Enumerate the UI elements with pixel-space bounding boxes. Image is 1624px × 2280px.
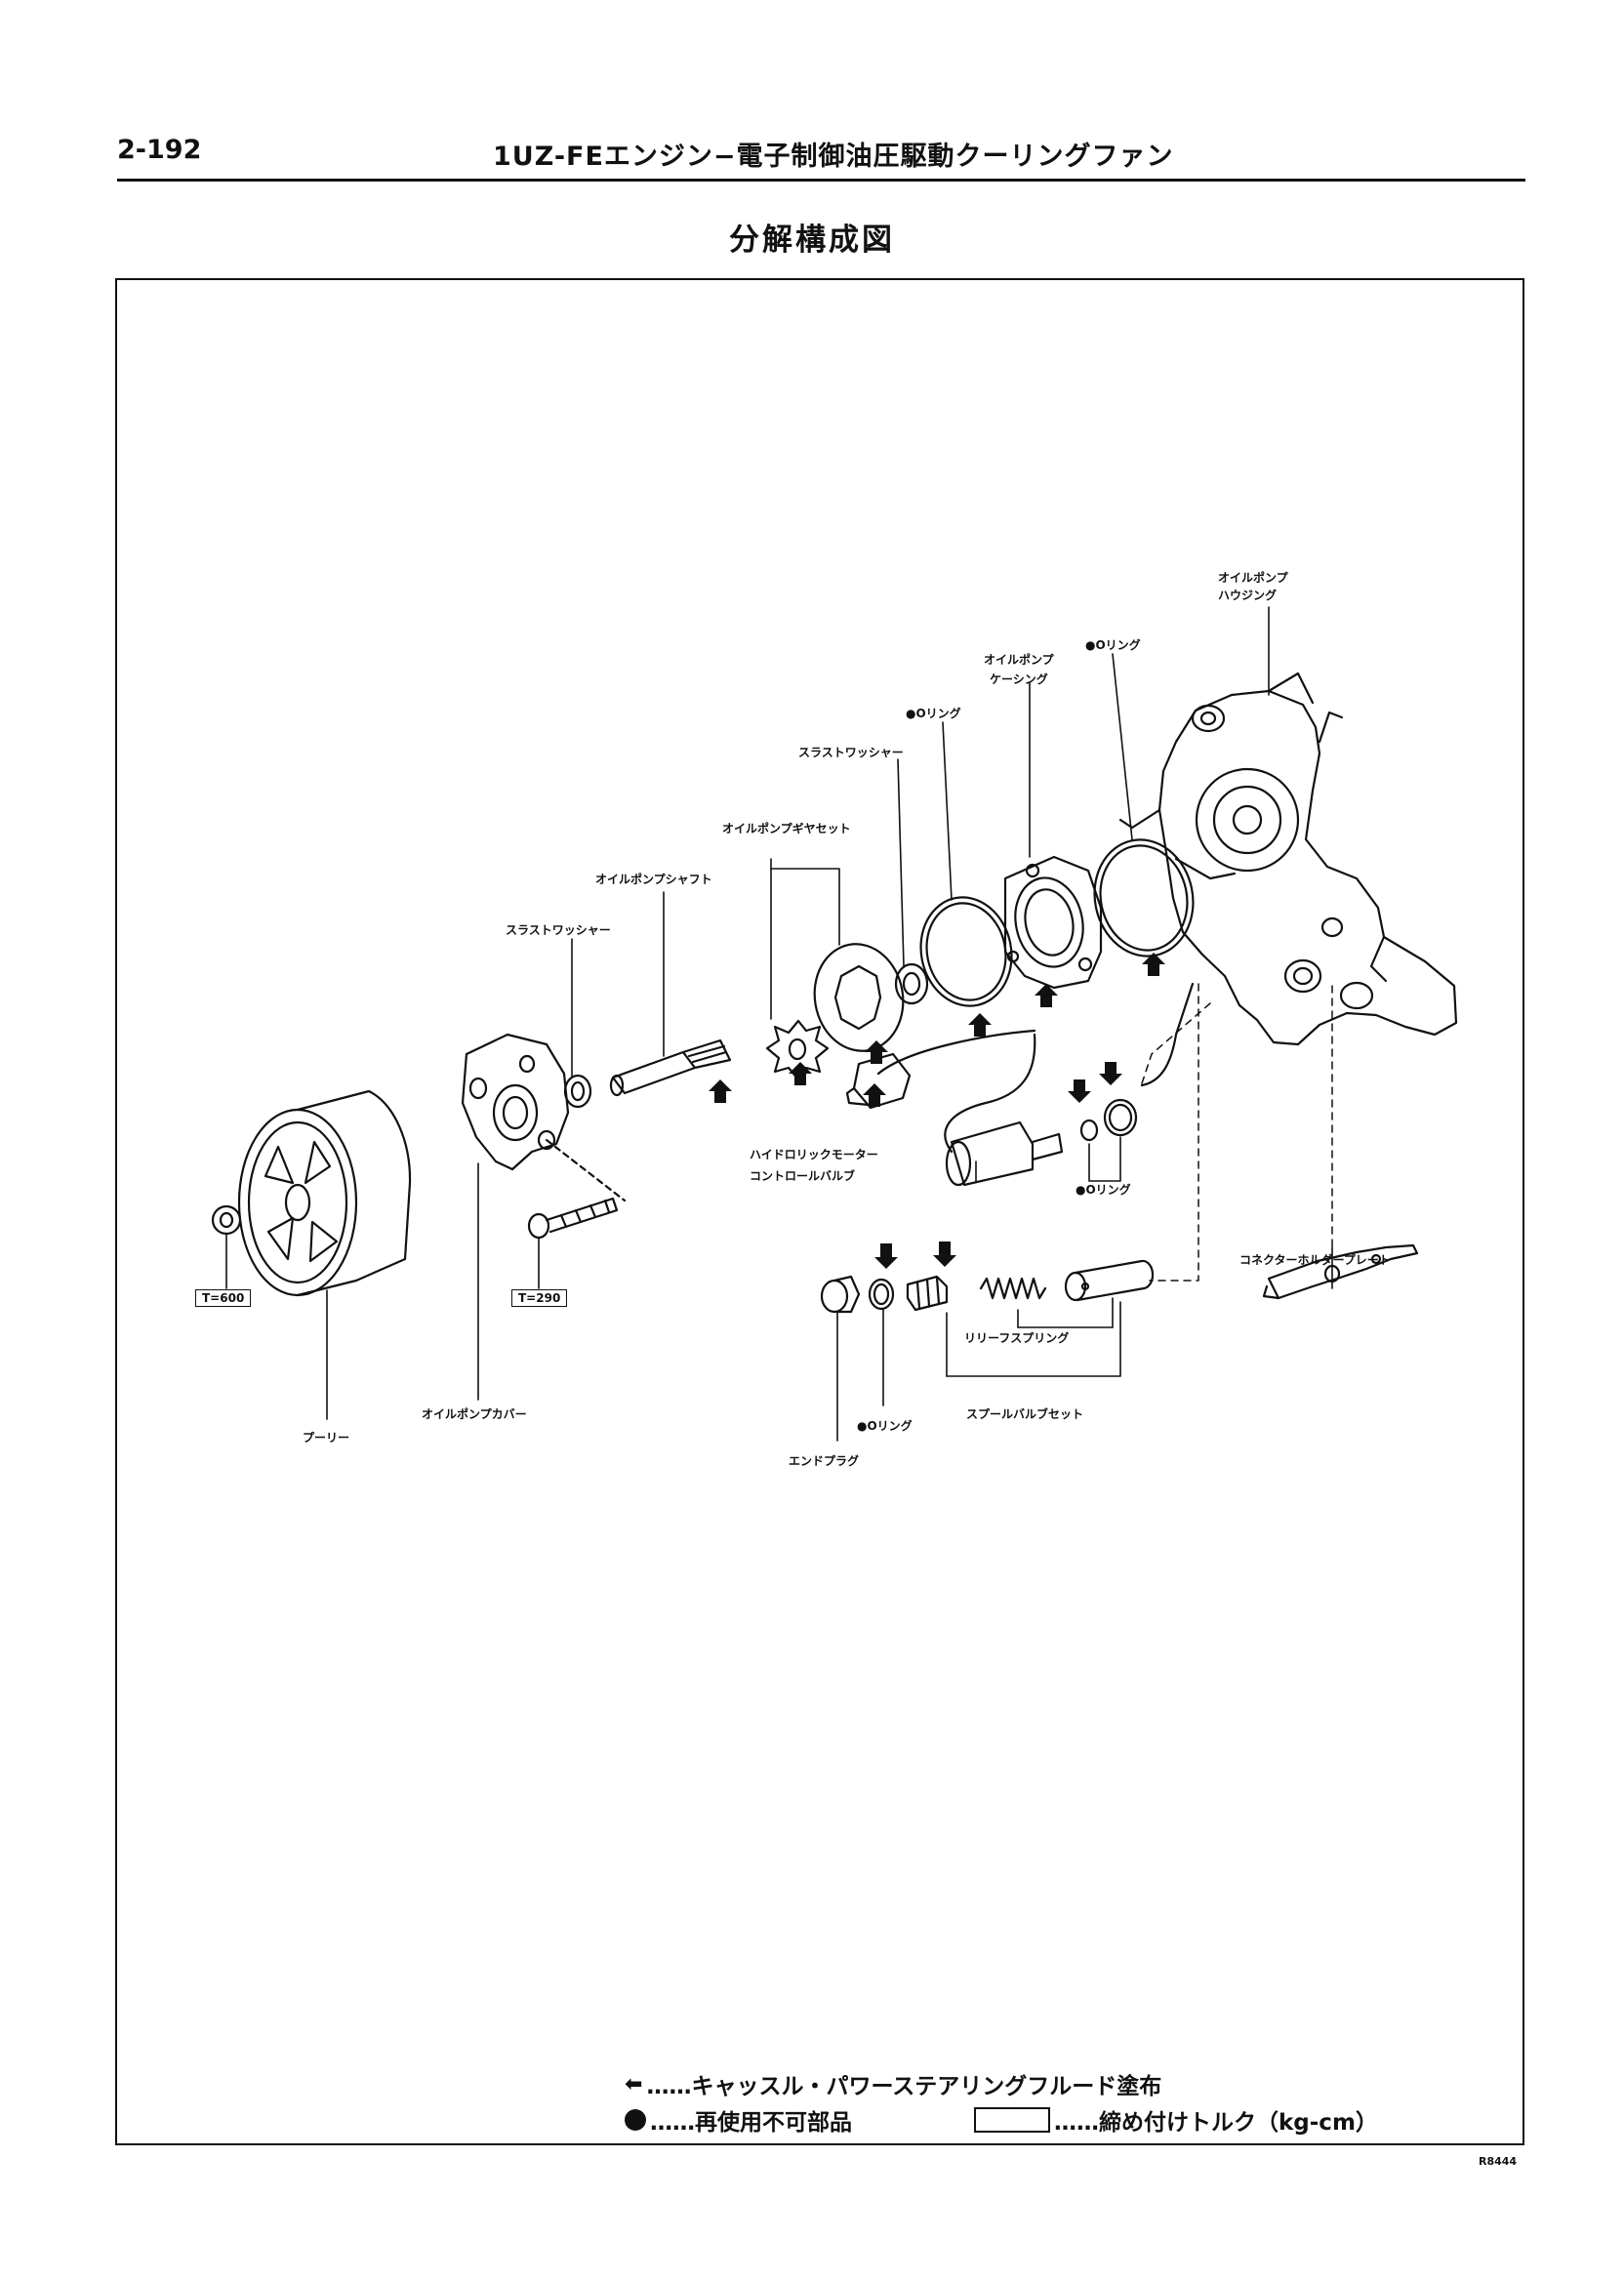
legend-fluid: ⬅ ……キャッスル・パワーステアリングフルード塗布	[625, 2067, 1161, 2100]
diagram-frame	[115, 278, 1524, 2145]
o-ring-mid-drawing	[919, 896, 1013, 1007]
fluid-arrows	[709, 953, 1165, 1269]
label-thrust-washer-right: スラストワッシャー	[798, 746, 904, 759]
oil-pump-shaft-drawing	[609, 1038, 732, 1097]
label-relief-spring: リリーフスプリング	[964, 1331, 1070, 1345]
label-spool-valve-set: スプールバルブセット	[966, 1407, 1084, 1421]
label-oil-pump-cover: オイルポンプカバー	[422, 1407, 527, 1421]
outer-gear-drawing	[813, 943, 905, 1052]
label-pulley: プーリー	[303, 1431, 350, 1445]
legend-non-reusable: ……再使用不可部品	[625, 2103, 852, 2137]
non-reusable-dot-icon	[625, 2109, 646, 2131]
o-ring-small-drawing	[868, 1278, 895, 1311]
label-o-ring-top: ●Oリング	[1085, 638, 1141, 652]
torque-cover-bolt: T=290	[511, 1289, 568, 1307]
oil-pump-casing-drawing	[1003, 855, 1103, 990]
label-o-ring-mid: ●Oリング	[906, 707, 961, 720]
thrust-washer-left-drawing	[563, 1074, 592, 1109]
label-hydraulic-motor-control-valve: ハイドロリックモーター コントロールバルブ	[750, 1148, 878, 1183]
oil-pump-cover-drawing	[461, 1033, 627, 1202]
legend-torque-text: ……締め付けトルク（kg-cm）	[1054, 2110, 1378, 2136]
relief-spring-drawing	[979, 1277, 1047, 1300]
spool-sleeve-drawing	[1064, 1259, 1155, 1302]
label-end-plug: エンドプラグ	[789, 1454, 860, 1468]
thrust-washer-right-drawing	[894, 962, 929, 1005]
legend-torque: ……締め付けトルク（kg-cm）	[974, 2103, 1378, 2137]
pulley-nut-drawing	[211, 1204, 242, 1236]
end-plug-drawing	[820, 1275, 861, 1314]
diagram-title: 分解構成図	[729, 223, 895, 258]
leader-lines	[225, 606, 1333, 1442]
alignment-lines	[1141, 983, 1333, 1282]
fluid-arrow-icon: ⬅	[625, 2071, 643, 2097]
label-oil-pump-housing: オイルポンプ ハウジング	[1218, 571, 1288, 602]
page-header-title: 1UZ-FEエンジン−電子制御油圧駆動クーリングファン	[493, 142, 1174, 172]
figure-id: R8444	[1479, 2155, 1518, 2168]
label-connector-holder-plate: コネクターホルダープレート	[1239, 1253, 1391, 1267]
control-valve-drawing	[845, 1029, 1138, 1187]
pulley-drawing	[237, 1089, 412, 1297]
legend-fluid-text: ……キャッスル・パワーステアリングフルード塗布	[646, 2074, 1162, 2099]
torque-box-icon	[974, 2107, 1050, 2133]
header-rule	[117, 179, 1525, 182]
cover-bolt-drawing	[527, 1197, 619, 1240]
oil-pump-housing-drawing	[1118, 672, 1458, 1046]
label-oil-pump-gear-set: オイルポンプギヤセット	[722, 822, 851, 835]
torque-pulley-nut: T=600	[195, 1289, 252, 1307]
label-oil-pump-casing: オイルポンプ ケーシング	[984, 653, 1054, 686]
label-o-ring-plug: ●Oリング	[857, 1419, 913, 1433]
label-thrust-washer-left: スラストワッシャー	[506, 923, 611, 937]
spool-valve-drawing	[906, 1275, 949, 1312]
label-o-ring-valve: ●Oリング	[1076, 1183, 1131, 1197]
pipe-drawing	[1140, 982, 1195, 1087]
label-oil-pump-shaft: オイルポンプシャフト	[595, 873, 712, 886]
legend-non-reusable-text: ……再使用不可部品	[650, 2110, 852, 2136]
page-number: 2-192	[117, 135, 202, 165]
